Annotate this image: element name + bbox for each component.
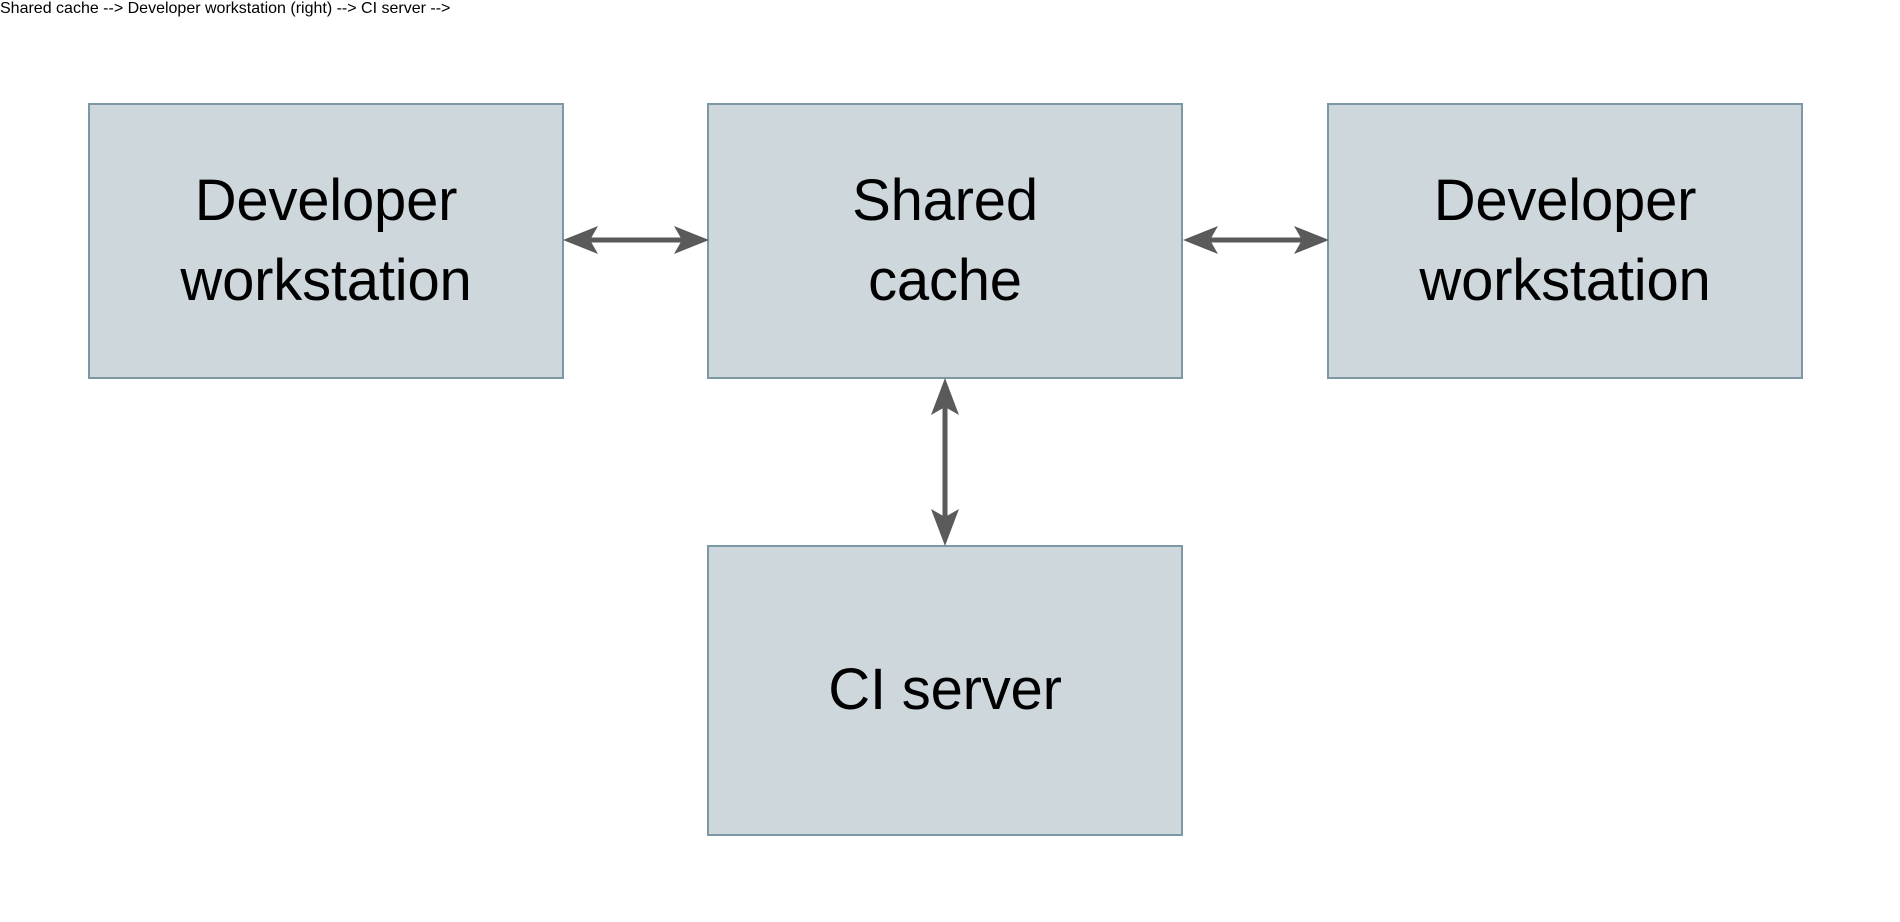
double-arrow-horizontal-icon [563, 226, 709, 254]
node-shared-cache[interactable]: Shared cache [707, 103, 1183, 379]
node-label: CI server [828, 657, 1062, 723]
node-label: Developer workstation [1419, 167, 1711, 313]
edge-shared-cache-to-ci-server [920, 375, 970, 549]
node-developer-workstation-right[interactable]: Developer workstation [1327, 103, 1803, 379]
node-ci-server[interactable]: CI server [707, 545, 1183, 836]
node-label: Shared cache [852, 167, 1038, 313]
edge-developer-workstation-left-to-shared-cache [560, 215, 712, 265]
node-label: Developer workstation [180, 167, 472, 313]
node-developer-workstation-left[interactable]: Developer workstation [88, 103, 564, 379]
double-arrow-horizontal-icon [1183, 226, 1329, 254]
edge-shared-cache-to-developer-workstation-right [1180, 215, 1332, 265]
double-arrow-vertical-icon [931, 378, 959, 546]
